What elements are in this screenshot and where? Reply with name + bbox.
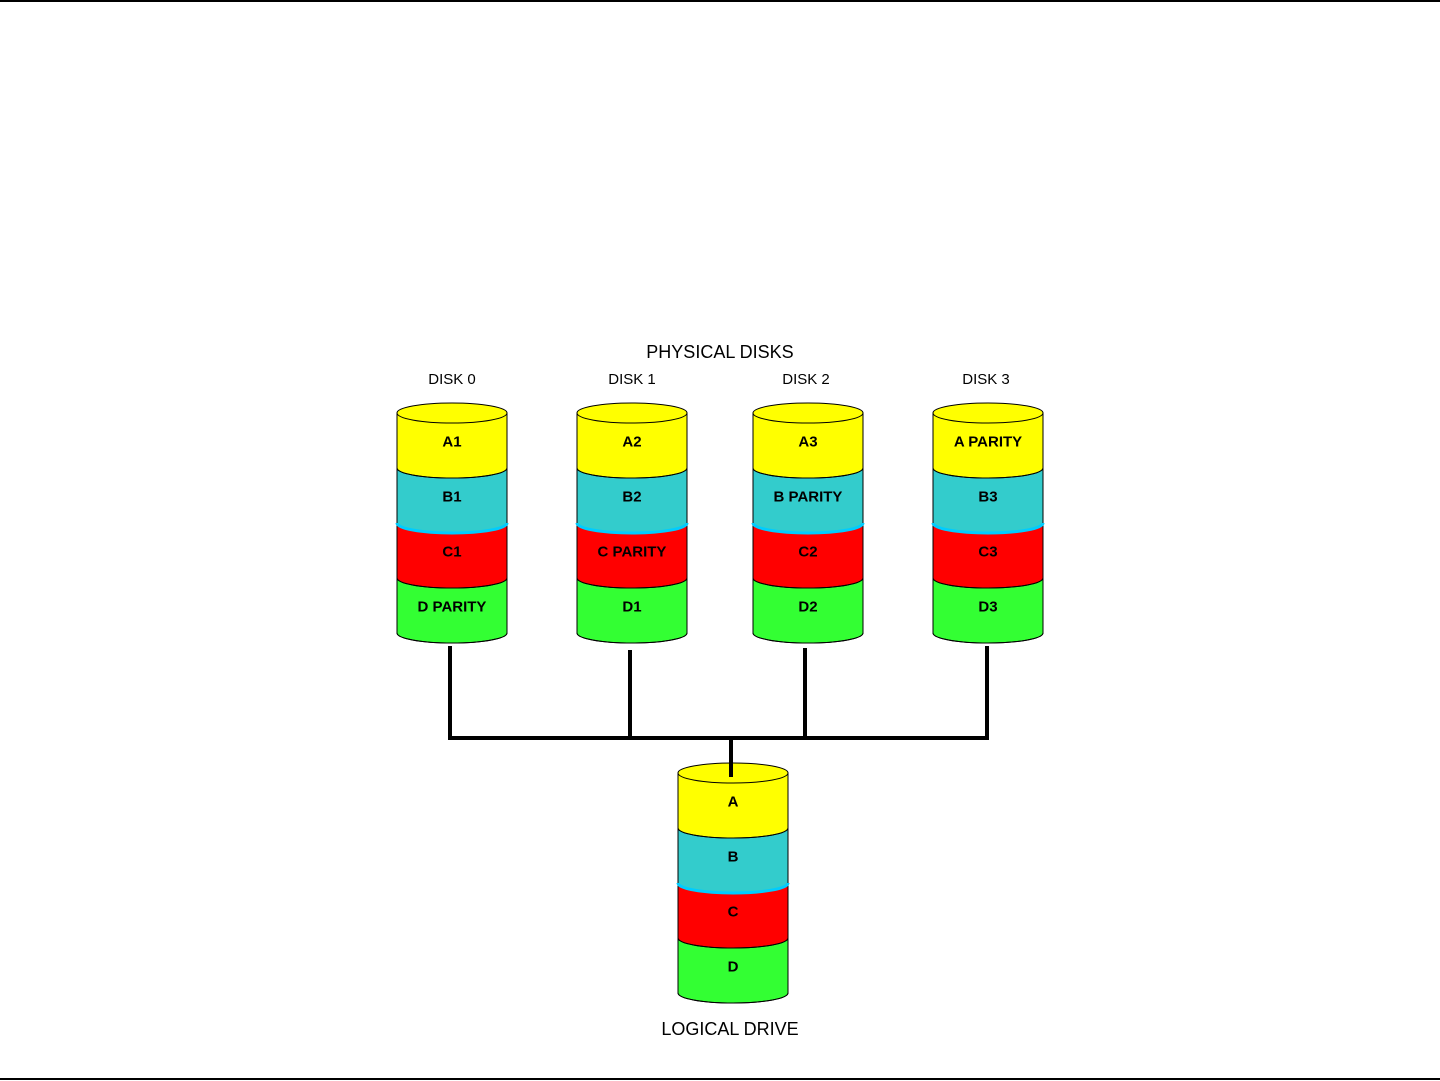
logical-drive-segment-d-label: D xyxy=(728,959,739,976)
disk-3-segment-a-label: A PARITY xyxy=(954,434,1022,451)
disk-2-segment-a-label: A3 xyxy=(798,434,817,451)
disk-0-segment-a-label: A1 xyxy=(442,434,461,451)
logical-drive-segment-a-label: A xyxy=(728,794,739,811)
disk-3-segment-c-label: C3 xyxy=(978,544,997,561)
disk-1-top-cap xyxy=(577,403,687,423)
disk-3-segment-d-label: D3 xyxy=(978,599,997,616)
disk-1-segment-c-label: C PARITY xyxy=(598,544,667,561)
disk-1-segment-b-label: B2 xyxy=(622,489,641,506)
disk-1-cylinder: D1 C PARITY B2 A2 xyxy=(577,403,687,643)
physical-disks-title: PHYSICAL DISKS xyxy=(646,342,793,362)
disk-1-segment-d-label: D1 xyxy=(622,599,641,616)
logical-drive-segment-c-label: C xyxy=(728,904,739,921)
disk-0-segment-b-label: B1 xyxy=(442,489,461,506)
disk-2-segment-d-label: D2 xyxy=(798,599,817,616)
disk-0-top-cap xyxy=(397,403,507,423)
disk-0-segment-c-label: C1 xyxy=(442,544,461,561)
connection-bus xyxy=(450,648,987,775)
disk-3-title: DISK 3 xyxy=(962,371,1010,388)
disk-2-cylinder: D2 C2 B PARITY A3 xyxy=(753,403,863,643)
disk-0-segment-d-label: D PARITY xyxy=(418,599,487,616)
disk-2-segment-b-label: B PARITY xyxy=(774,489,843,506)
disk-0-cylinder: D PARITY C1 B1 A1 xyxy=(397,403,507,643)
disk-1-segment-a-label: A2 xyxy=(622,434,641,451)
disk-1-title: DISK 1 xyxy=(608,371,656,388)
disk-3-cylinder: D3 C3 B3 A PARITY xyxy=(933,403,1043,643)
disk-3-top-cap xyxy=(933,403,1043,423)
disk-2-top-cap xyxy=(753,403,863,423)
disk-2-title: DISK 2 xyxy=(782,371,830,388)
disk-3-segment-b-label: B3 xyxy=(978,489,997,506)
logical-drive-segment-b-label: B xyxy=(728,849,739,866)
logical-drive-label: LOGICAL DRIVE xyxy=(661,1019,798,1039)
logical-drive-cylinder: D C B A xyxy=(678,763,788,1003)
disk-2-segment-c-label: C2 xyxy=(798,544,817,561)
disk-0-title: DISK 0 xyxy=(428,371,476,388)
